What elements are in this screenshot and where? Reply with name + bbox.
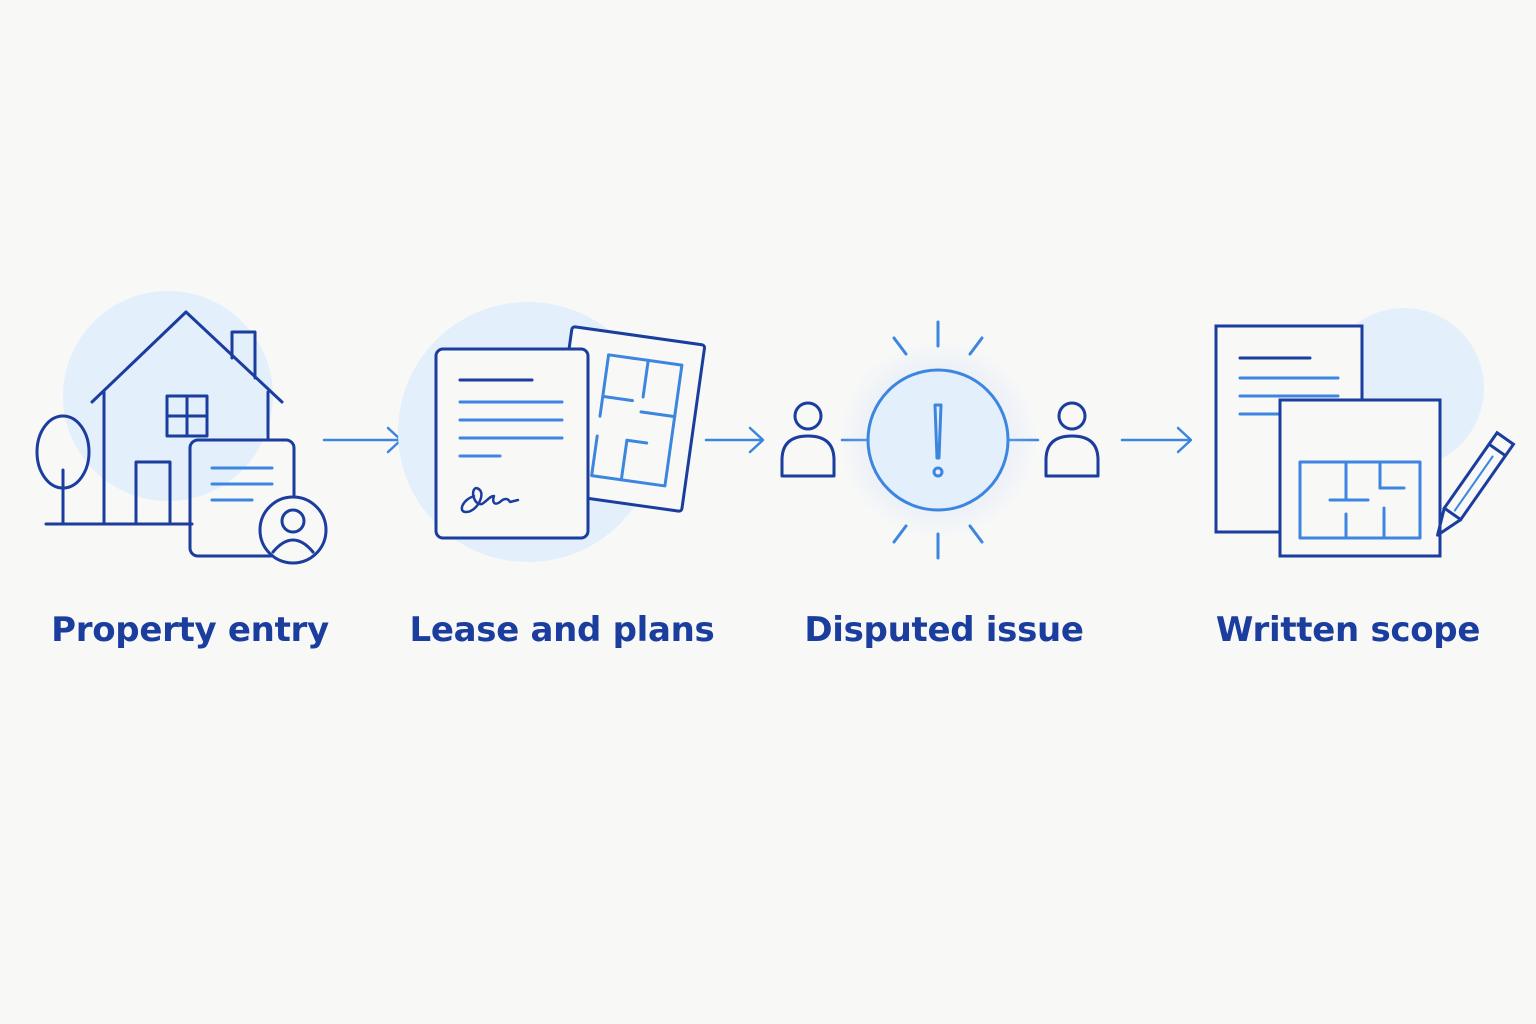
- arrow-right-icon: [704, 426, 765, 454]
- arrow-right-icon: [322, 426, 403, 454]
- two-parties-with-alert-icon: [780, 320, 1100, 560]
- step-label-lease-and-plans: Lease and plans: [409, 610, 715, 650]
- arrow-right-icon: [1120, 426, 1193, 454]
- step-label-property-entry: Property entry: [51, 610, 329, 650]
- document-plan-and-pencil-icon: [1214, 308, 1516, 558]
- signed-lease-and-floor-plan-icon: [398, 302, 707, 562]
- step-label-disputed-issue: Disputed issue: [804, 610, 1084, 650]
- step-label-written-scope: Written scope: [1215, 610, 1481, 650]
- house-with-id-card-icon: [35, 291, 328, 565]
